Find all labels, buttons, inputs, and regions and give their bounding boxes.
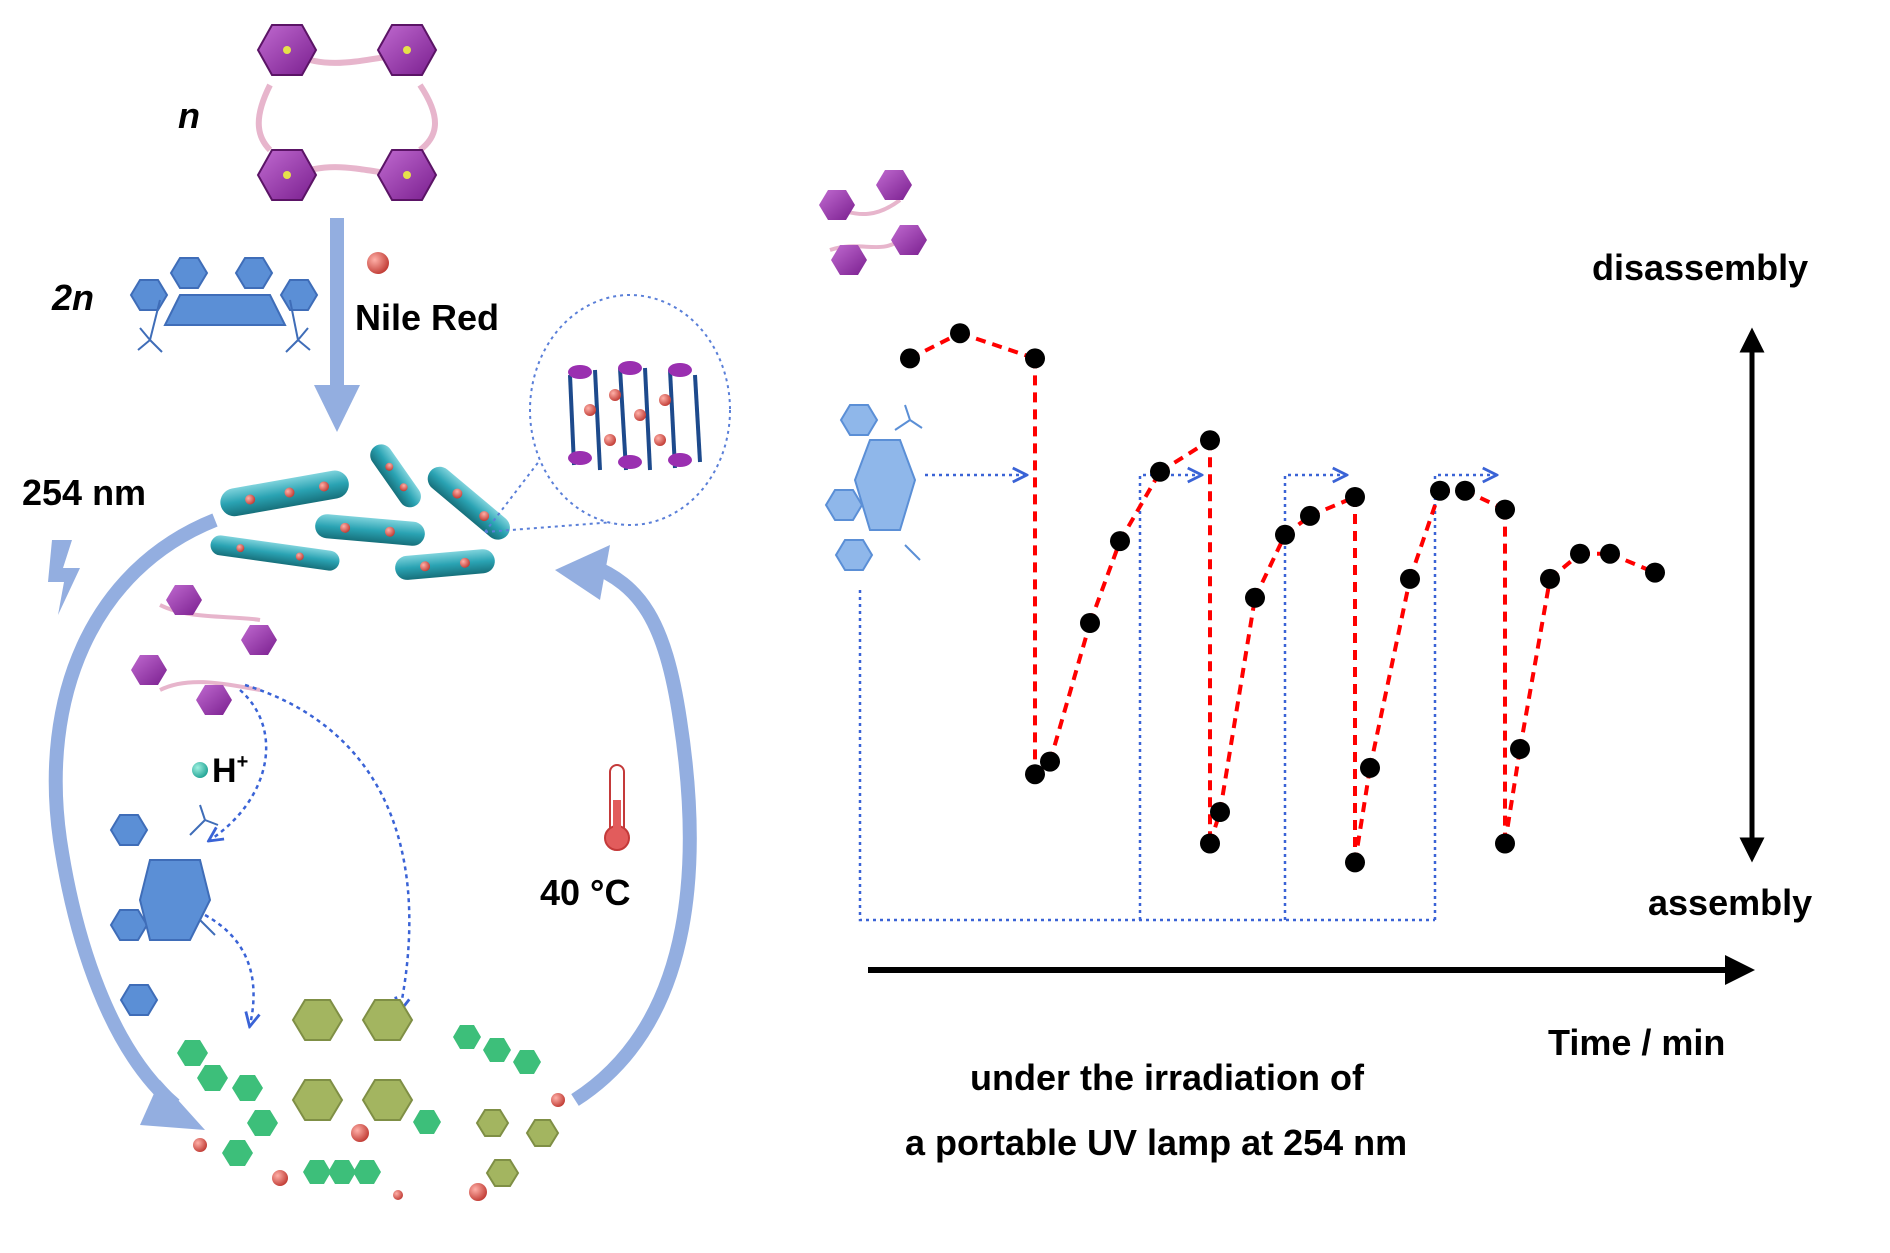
data-point bbox=[1430, 480, 1450, 501]
guest-molecule-inner bbox=[109, 804, 219, 1016]
cycle-arrow-left-head bbox=[140, 1080, 205, 1130]
label-n: n bbox=[178, 95, 200, 136]
cycle-arrow-left bbox=[48, 513, 218, 1111]
label-assembly: assembly bbox=[1648, 882, 1812, 923]
macrocycle-inner bbox=[131, 585, 277, 715]
trace-segment bbox=[1408, 490, 1442, 580]
data-point bbox=[900, 348, 920, 369]
nanofibers bbox=[210, 444, 510, 580]
guest-molecule-top bbox=[129, 257, 319, 353]
data-point bbox=[1510, 739, 1530, 759]
data-point bbox=[1600, 543, 1620, 564]
lightning-icon bbox=[48, 540, 80, 615]
label-temperature: 40 °C bbox=[540, 872, 630, 913]
data-point bbox=[1400, 568, 1420, 589]
data-point bbox=[1345, 852, 1365, 873]
dotted-arrows-inner bbox=[204, 683, 411, 1025]
data-point bbox=[1645, 562, 1665, 583]
label-disassembly: disassembly bbox=[1592, 247, 1808, 288]
macrocycle-legend-icon bbox=[819, 170, 927, 275]
guest-legend-icon bbox=[824, 404, 923, 571]
data-point bbox=[1040, 751, 1060, 772]
thermometer-icon bbox=[604, 764, 630, 851]
label-nile-red: Nile Red bbox=[355, 297, 499, 338]
down-arrow bbox=[314, 218, 360, 432]
data-points bbox=[900, 323, 1665, 873]
data-point bbox=[1025, 764, 1045, 785]
data-point bbox=[1080, 613, 1100, 633]
cycle-arrow-right bbox=[571, 558, 697, 1106]
data-point bbox=[1275, 524, 1295, 545]
guide-arrow bbox=[1138, 475, 1200, 920]
data-point bbox=[1360, 757, 1380, 778]
nile-red-ball bbox=[367, 252, 389, 274]
trace-segment bbox=[1253, 533, 1287, 599]
label-2n: 2n bbox=[51, 277, 94, 318]
trace-segment bbox=[1368, 578, 1412, 769]
zoom-inset bbox=[484, 294, 731, 533]
guide-lines bbox=[858, 475, 1495, 922]
trace-segment bbox=[1218, 597, 1257, 813]
data-point bbox=[1150, 461, 1170, 482]
data-point bbox=[1025, 348, 1045, 369]
cycle-arrow-right-head bbox=[555, 545, 610, 600]
data-point bbox=[1200, 833, 1220, 854]
trace-segment bbox=[1048, 622, 1092, 763]
trace-segment bbox=[1118, 470, 1162, 543]
data-point bbox=[1455, 480, 1475, 501]
trace-segment bbox=[1353, 767, 1372, 863]
proton-ball bbox=[192, 762, 208, 778]
macrocycle-top bbox=[255, 24, 438, 201]
guide-arrow bbox=[1283, 475, 1345, 920]
trace-segment bbox=[1088, 540, 1122, 624]
trace-segment bbox=[959, 331, 1036, 361]
products bbox=[177, 999, 565, 1201]
data-point bbox=[1245, 587, 1265, 608]
caption-line-1: under the irradiation of bbox=[970, 1057, 1365, 1098]
label-proton: H+ bbox=[212, 751, 248, 790]
data-point bbox=[1200, 430, 1220, 451]
data-point bbox=[1570, 543, 1590, 564]
guide-arrow bbox=[1433, 475, 1495, 920]
data-point bbox=[1540, 568, 1560, 589]
x-axis-label: Time / min bbox=[1548, 1022, 1725, 1063]
trace-segment bbox=[1518, 578, 1552, 750]
trace-lines bbox=[909, 331, 1656, 863]
guide-baseline bbox=[858, 590, 1435, 922]
data-point bbox=[1495, 833, 1515, 854]
data-point bbox=[1300, 505, 1320, 526]
caption-line-2: a portable UV lamp at 254 nm bbox=[905, 1122, 1407, 1163]
data-point bbox=[1110, 531, 1130, 552]
data-point bbox=[1210, 802, 1230, 822]
data-point bbox=[950, 323, 970, 344]
label-254nm: 254 nm bbox=[22, 472, 146, 513]
data-point bbox=[1495, 499, 1515, 520]
chart bbox=[819, 170, 1765, 985]
data-point bbox=[1345, 487, 1365, 507]
trace-segment bbox=[1503, 748, 1522, 844]
